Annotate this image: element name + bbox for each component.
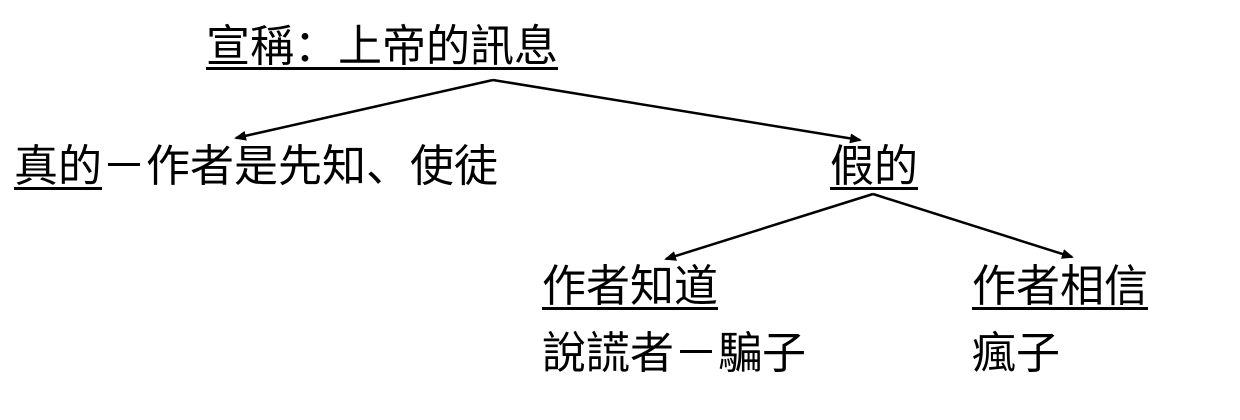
false-branch: 假的 — [830, 145, 918, 189]
author-knows-label: 作者知道 — [542, 261, 718, 312]
true-branch: 真的－作者是先知、使徒 — [14, 145, 498, 189]
liar-result-text: 說謊者－騙子 — [542, 328, 806, 379]
true-branch-label: 真的 — [14, 141, 102, 192]
root-claim-label: 宣稱：上帝的訊息 — [206, 21, 558, 72]
lunatic-result-text: 瘋子 — [972, 328, 1060, 379]
false-branch-label: 假的 — [830, 141, 918, 192]
author-believes-node: 作者相信 — [972, 265, 1148, 309]
author-knows-node: 作者知道 — [542, 265, 718, 309]
author-believes-result: 瘋子 — [972, 332, 1060, 376]
root-claim: 宣稱：上帝的訊息 — [206, 25, 558, 69]
author-knows-result: 說謊者－騙子 — [542, 332, 806, 376]
arrow-root-to-true — [234, 78, 494, 141]
author-believes-label: 作者相信 — [972, 261, 1148, 312]
true-branch-description: －作者是先知、使徒 — [102, 141, 498, 192]
arrow-false-to-knows — [664, 192, 874, 261]
arrow-root-to-false — [492, 78, 862, 144]
arrow-false-to-believes — [872, 192, 1074, 259]
